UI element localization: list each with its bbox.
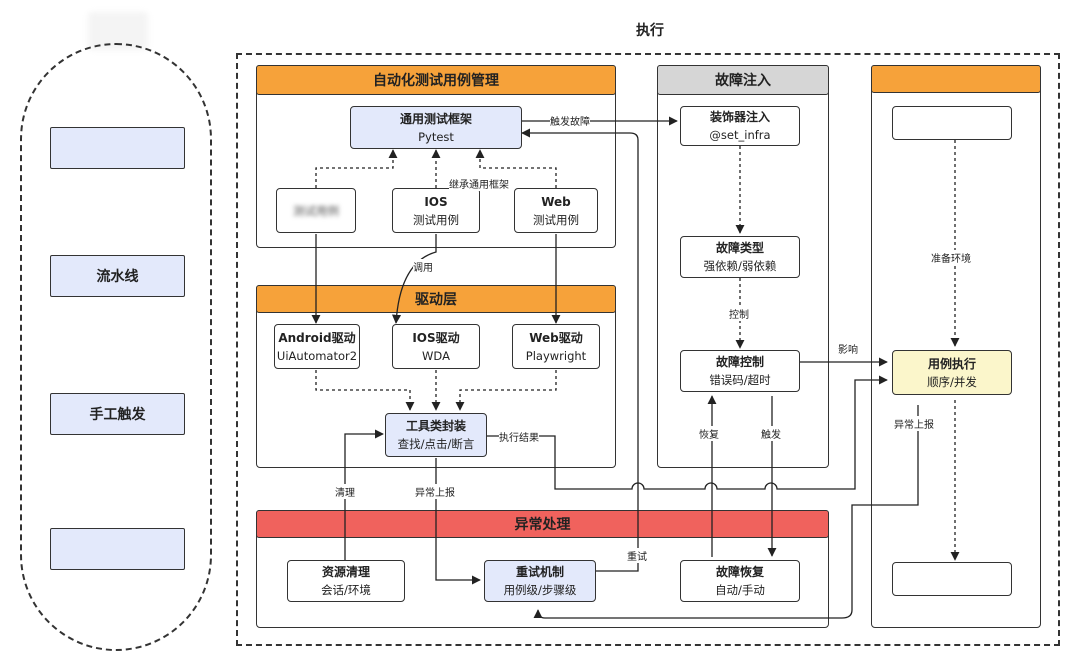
node-resource-clean: 资源清理 会话/环境 [287,560,405,602]
node-framework: 通用测试框架 Pytest [350,106,522,149]
node-web-case: Web 测试用例 [514,188,598,233]
right-panel-header-blurred [871,65,1041,93]
node-retry: 重试机制 用例级/步骤级 [484,560,596,602]
retry-sub: 用例级/步骤级 [503,583,577,597]
tool-wrap-title: 工具类封装 [405,419,466,433]
driver-line-web [455,370,557,411]
fault-ctrl-sub: 错误码/超时 [709,373,771,387]
driver-line-android [315,370,415,411]
ios-driver-sub: WDA [422,348,450,363]
ios-call-line [391,234,437,324]
node-android-driver: Android驱动 UiAutomator2 [274,324,360,369]
fault-type-title: 故障类型 [715,241,764,255]
manual-trigger-label: 手工触发 [89,407,146,423]
diagram-title: 执行 [636,23,664,39]
node-ios-case: IOS 测试用例 [392,188,480,233]
label-trigger-fault: 触发故障 [550,113,590,128]
exec-result-line [487,375,888,490]
label-recover: 恢复 [699,426,719,441]
android-case-sub: 测试用例 [293,203,339,218]
resource-clean-title: 资源清理 [321,565,370,579]
node-web-driver: Web驱动 Playwright [512,324,600,369]
fault-ctrl-title: 故障控制 [715,355,764,369]
web-driver-title: Web驱动 [529,330,583,345]
execution-group [236,53,1060,646]
label-affect: 影响 [838,341,858,356]
framework-sub: Pytest [418,129,454,144]
node-tool-wrap: 工具类封装 查找/点击/断言 [385,413,487,457]
fault-type-sub: 强依赖/弱依赖 [703,259,777,273]
decorator-title: 装饰器注入 [709,110,770,124]
web-case-title: Web [541,194,571,209]
exception-report-line [435,458,481,585]
ios-driver-title: IOS驱动 [412,330,460,345]
ios-case-title: IOS [424,194,448,209]
fault-recover-title: 故障恢复 [715,565,764,579]
case-exec-title: 用例执行 [927,356,976,371]
pipeline-item-pipeline: 流水线 [50,255,185,297]
tool-wrap-sub: 查找/点击/断言 [397,437,475,451]
label-retry: 重试 [627,548,647,563]
label-prepare-env: 准备环境 [931,250,971,265]
node-fault-ctrl: 故障控制 错误码/超时 [680,350,800,392]
node-fault-type: 故障类型 强依赖/弱依赖 [680,236,800,278]
web-driver-sub: Playwright [525,348,587,363]
node-right-bottom-blurred [892,562,1012,596]
node-ios-driver: IOS驱动 WDA [392,324,480,369]
label-control: 控制 [729,306,749,321]
inherit-line-android [315,149,398,188]
android-driver-sub: UiAutomator2 [276,348,358,363]
android-driver-title: Android驱动 [278,330,356,345]
ios-case-sub: 测试用例 [413,212,459,227]
label-exception-report-right: 异常上报 [894,416,934,431]
label-inherit: 继承通用框架 [449,176,509,191]
node-android-case: 测试用例 [276,188,356,233]
pipeline-group [20,43,212,651]
label-exception-report: 异常上报 [415,484,455,499]
node-right-top-blurred [892,106,1012,140]
pipeline-label: 流水线 [96,269,139,285]
fault-inject-header: 故障注入 [657,65,829,95]
pipeline-item-manual: 手工触发 [50,393,185,435]
retry-title: 重试机制 [515,565,564,579]
case-mgmt-header: 自动化测试用例管理 [256,65,616,95]
right-exception-line [533,405,919,619]
node-case-exec: 用例执行 顺序/并发 [892,350,1012,395]
decorator-sub: @set_infra [709,128,771,142]
fault-recover-sub: 自动/手动 [715,583,765,597]
label-trigger: 触发 [761,426,781,441]
resource-clean-sub: 会话/环境 [321,583,371,597]
clean-line [344,429,384,560]
inherit-line-web [475,149,557,188]
node-decorator: 装饰器注入 @set_infra [680,106,800,146]
case-exec-sub: 顺序/并发 [927,374,977,389]
label-call: 调用 [413,259,433,274]
pipeline-item-blurred-1 [50,127,185,169]
retry-line [521,128,639,572]
node-fault-recover: 故障恢复 自动/手动 [680,560,800,602]
label-clean: 清理 [335,484,355,499]
web-case-sub: 测试用例 [533,212,579,227]
label-exec-result: 执行结果 [499,429,539,444]
pipeline-item-blurred-2 [50,528,185,570]
framework-title: 通用测试框架 [399,111,472,126]
exception-header: 异常处理 [256,510,829,538]
